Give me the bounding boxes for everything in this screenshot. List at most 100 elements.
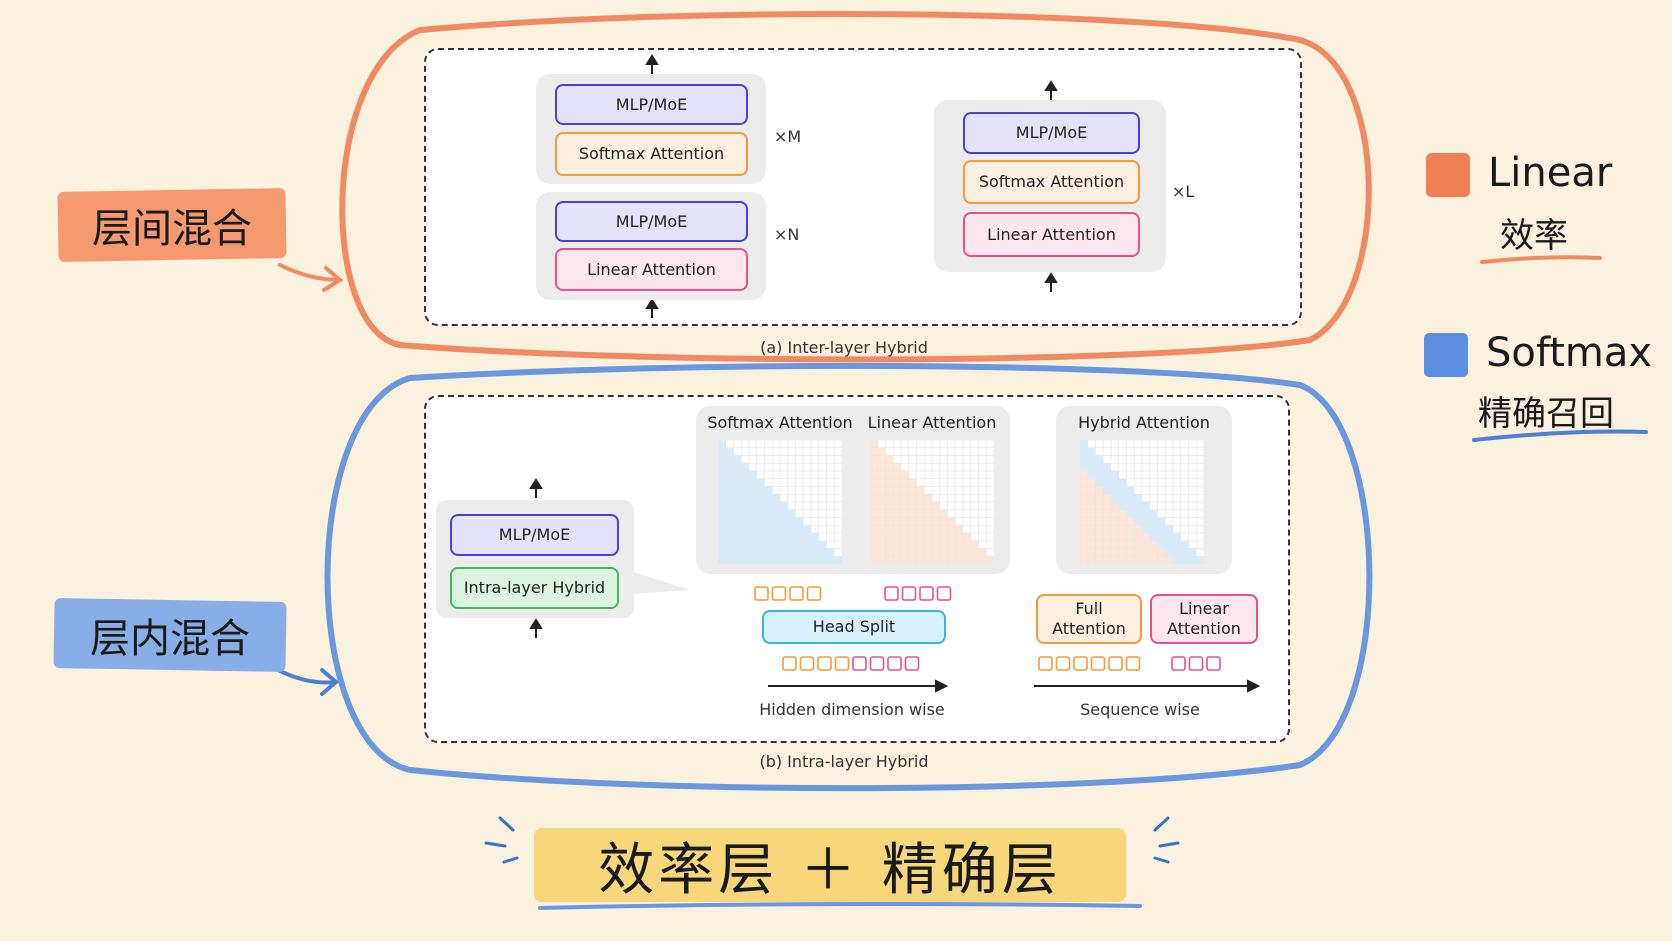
matrix-cell bbox=[756, 548, 765, 557]
matrix-cell bbox=[1157, 478, 1166, 487]
matrix-cell bbox=[923, 555, 933, 564]
matrix-cell bbox=[923, 440, 933, 449]
matrix-cell bbox=[1180, 493, 1189, 503]
matrix-cell bbox=[818, 548, 827, 557]
matrix-cell bbox=[1141, 555, 1151, 564]
matrix-cell bbox=[939, 524, 948, 534]
matrix-cell bbox=[985, 524, 994, 534]
matrix-cell bbox=[1195, 486, 1205, 495]
matrix-cell bbox=[818, 555, 827, 564]
matrix-cell bbox=[970, 493, 979, 503]
matrix-cell bbox=[1087, 548, 1096, 557]
matrix-cell bbox=[1164, 486, 1174, 495]
matrix-cell bbox=[1080, 470, 1089, 480]
matrix-cell bbox=[740, 509, 750, 518]
matrix-cell bbox=[748, 540, 758, 549]
matrix-cell bbox=[1180, 462, 1189, 472]
matrix-cell bbox=[787, 555, 796, 564]
matrix-cell bbox=[892, 440, 902, 449]
matrix-cell bbox=[748, 524, 758, 534]
full-attention-block: Full Attention bbox=[1036, 594, 1142, 644]
matrix-cell bbox=[764, 462, 773, 472]
matrix-cell bbox=[718, 462, 727, 472]
matrix-cell bbox=[1188, 501, 1197, 511]
matrix-cell bbox=[718, 447, 727, 456]
matrix-cell bbox=[1087, 517, 1096, 526]
matrix-cell bbox=[1149, 540, 1158, 549]
matrix-cell bbox=[810, 509, 820, 518]
matrix-cell bbox=[1164, 440, 1174, 449]
matrix-cell bbox=[718, 478, 727, 487]
matrix-cell bbox=[1149, 478, 1158, 487]
matrix-cell bbox=[1087, 440, 1096, 449]
matrix-cell bbox=[718, 509, 727, 518]
softmax-legend-swatch bbox=[1424, 333, 1468, 377]
matrix-cell bbox=[771, 501, 781, 511]
matrix-cell bbox=[733, 478, 742, 487]
matrix-cell bbox=[733, 493, 742, 503]
matrix-cell bbox=[1157, 524, 1166, 534]
matrix-cell bbox=[978, 470, 987, 480]
matrix-cell bbox=[970, 440, 979, 449]
matrix-cell bbox=[764, 440, 773, 449]
inter-layer-tag: 层间混合 bbox=[92, 206, 252, 252]
matrix-cell bbox=[756, 524, 765, 534]
matrix-cell bbox=[1149, 440, 1158, 449]
matrix-cell bbox=[1157, 486, 1166, 495]
matrix-cell bbox=[1110, 532, 1120, 542]
matrix-cell bbox=[877, 524, 886, 534]
matrix-cell bbox=[1080, 440, 1089, 449]
token-cell bbox=[1090, 656, 1106, 671]
matrix-cell bbox=[1102, 555, 1112, 564]
matrix-cell bbox=[718, 540, 727, 549]
matrix-cell bbox=[916, 440, 925, 449]
matrix-cell bbox=[1118, 470, 1127, 480]
matrix-cell bbox=[795, 509, 804, 518]
token-cell bbox=[1073, 656, 1088, 671]
matrix-cell bbox=[900, 501, 910, 511]
matrix-cell bbox=[985, 447, 994, 456]
matrix-cell bbox=[947, 509, 956, 518]
matrix-cell bbox=[748, 548, 758, 557]
matrix-cell bbox=[962, 478, 972, 487]
matrix-cell bbox=[718, 501, 727, 511]
matrix-cell bbox=[795, 478, 804, 487]
matrix-cell bbox=[962, 532, 972, 542]
matrix-cell bbox=[1102, 486, 1112, 495]
matrix-cell bbox=[1141, 509, 1151, 518]
matrix-cell bbox=[939, 440, 948, 449]
matrix-cell bbox=[1110, 440, 1120, 449]
matrix-cell bbox=[795, 501, 804, 511]
matrix-cell bbox=[916, 509, 925, 518]
matrix-cell bbox=[954, 532, 964, 542]
matrix-cell bbox=[1141, 455, 1151, 464]
matrix-cell bbox=[725, 486, 734, 495]
matrix-cell bbox=[1118, 462, 1127, 472]
matrix-cell bbox=[1180, 455, 1189, 464]
matrix-cell bbox=[877, 486, 886, 495]
matrix-cell bbox=[978, 524, 987, 534]
matrix-cell bbox=[1149, 455, 1158, 464]
matrix-cell bbox=[885, 470, 894, 480]
matrix-cell bbox=[718, 493, 727, 503]
matrix-cell bbox=[947, 548, 956, 557]
matrix-cell bbox=[939, 493, 948, 503]
matrix-cell bbox=[954, 440, 964, 449]
matrix-cell bbox=[1172, 486, 1182, 495]
matrix-cell bbox=[725, 440, 734, 449]
matrix-cell bbox=[939, 447, 948, 456]
matrix-cell bbox=[900, 509, 910, 518]
matrix-cell bbox=[900, 493, 910, 503]
matrix-cell bbox=[962, 540, 972, 549]
matrix-cell bbox=[877, 478, 886, 487]
matrix-cell bbox=[1195, 447, 1205, 456]
matrix-cell bbox=[1195, 548, 1205, 557]
matrix-cell bbox=[1087, 540, 1096, 549]
matrix-cell bbox=[740, 501, 750, 511]
matrix-cell bbox=[1110, 462, 1120, 472]
matrix-cell bbox=[1188, 540, 1197, 549]
matrix-cell bbox=[931, 540, 941, 549]
matrix-cell bbox=[748, 447, 758, 456]
matrix-cell bbox=[947, 440, 956, 449]
matrix-cell bbox=[787, 509, 796, 518]
